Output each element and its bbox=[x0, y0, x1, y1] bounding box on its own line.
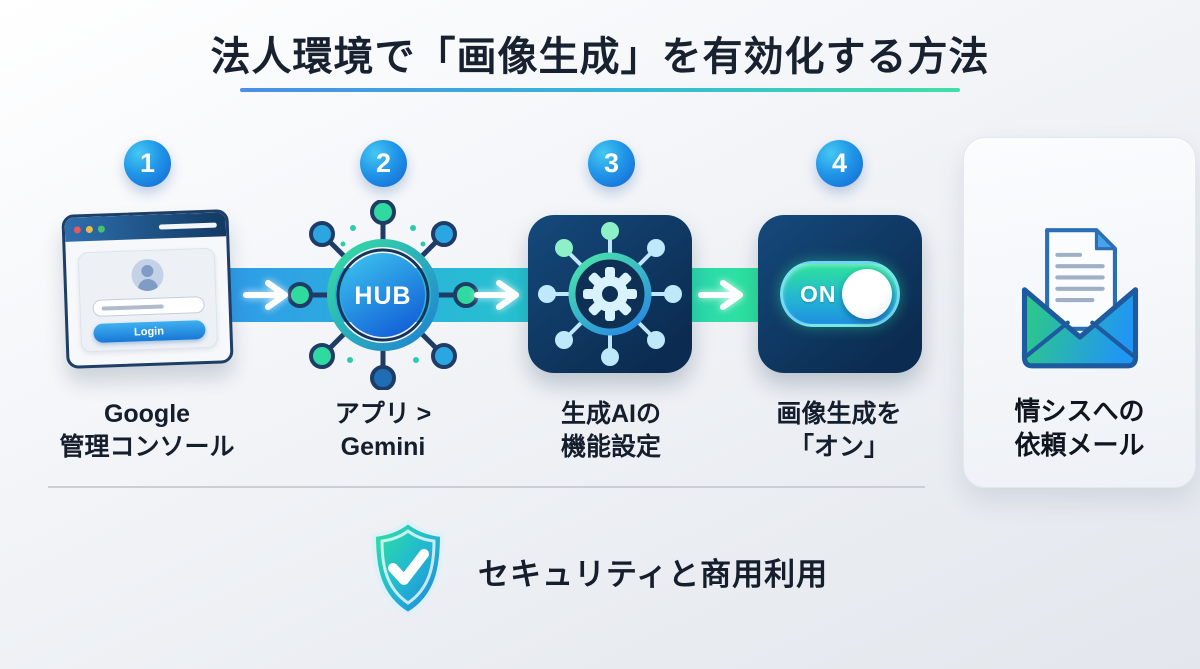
window-maximize-dot-icon bbox=[97, 224, 105, 233]
step-4-label: 画像生成を 「オン」 bbox=[776, 400, 902, 461]
it-request-card: 情シスへの 依頼メール bbox=[963, 137, 1196, 488]
section-divider bbox=[48, 486, 925, 488]
toggle-on-label: ON bbox=[800, 280, 837, 307]
user-avatar-icon bbox=[130, 258, 164, 292]
username-input[interactable] bbox=[91, 296, 205, 317]
step-1-number-badge: 1 bbox=[124, 140, 171, 187]
hub-label: HUB bbox=[354, 282, 411, 310]
step-2-label: アプリ > Gemini bbox=[334, 400, 432, 461]
login-form: Login bbox=[77, 247, 219, 353]
it-request-label: 情シスへの 依頼メール bbox=[1014, 396, 1145, 461]
step-1-label: Google 管理コンソール bbox=[59, 400, 235, 461]
page-title: 法人環境で「画像生成」を有効化する方法 bbox=[210, 35, 990, 79]
image-generation-toggle[interactable]: ON bbox=[780, 261, 900, 327]
footer-text: セキュリティと商用利用 bbox=[478, 556, 829, 592]
flow-arrow-icon bbox=[696, 278, 750, 312]
shield-check-icon bbox=[368, 518, 448, 625]
address-bar bbox=[158, 222, 217, 230]
step-2-number-badge: 2 bbox=[360, 140, 407, 187]
hub-network-icon: HUB bbox=[287, 199, 479, 391]
step-3-label: 生成AIの 機能設定 bbox=[560, 400, 661, 461]
window-close-dot-icon bbox=[73, 225, 81, 234]
gear-network-icon bbox=[528, 215, 692, 373]
email-document-icon bbox=[1016, 222, 1144, 377]
footer-badge: セキュリティと商用利用 bbox=[368, 518, 828, 624]
title-underline bbox=[240, 88, 960, 92]
toggle-knob bbox=[842, 269, 892, 319]
toggle-on-icon: ON bbox=[758, 215, 922, 373]
browser-login-icon: Login bbox=[61, 209, 234, 369]
login-button[interactable]: Login bbox=[92, 320, 206, 343]
step-3-number-badge: 3 bbox=[588, 140, 635, 187]
flow-arrow-icon bbox=[472, 278, 526, 312]
flow-arrow-icon bbox=[241, 278, 295, 312]
browser-title-bar bbox=[64, 212, 227, 242]
window-minimize-dot-icon bbox=[85, 225, 93, 233]
step-4-number-badge: 4 bbox=[816, 140, 863, 187]
